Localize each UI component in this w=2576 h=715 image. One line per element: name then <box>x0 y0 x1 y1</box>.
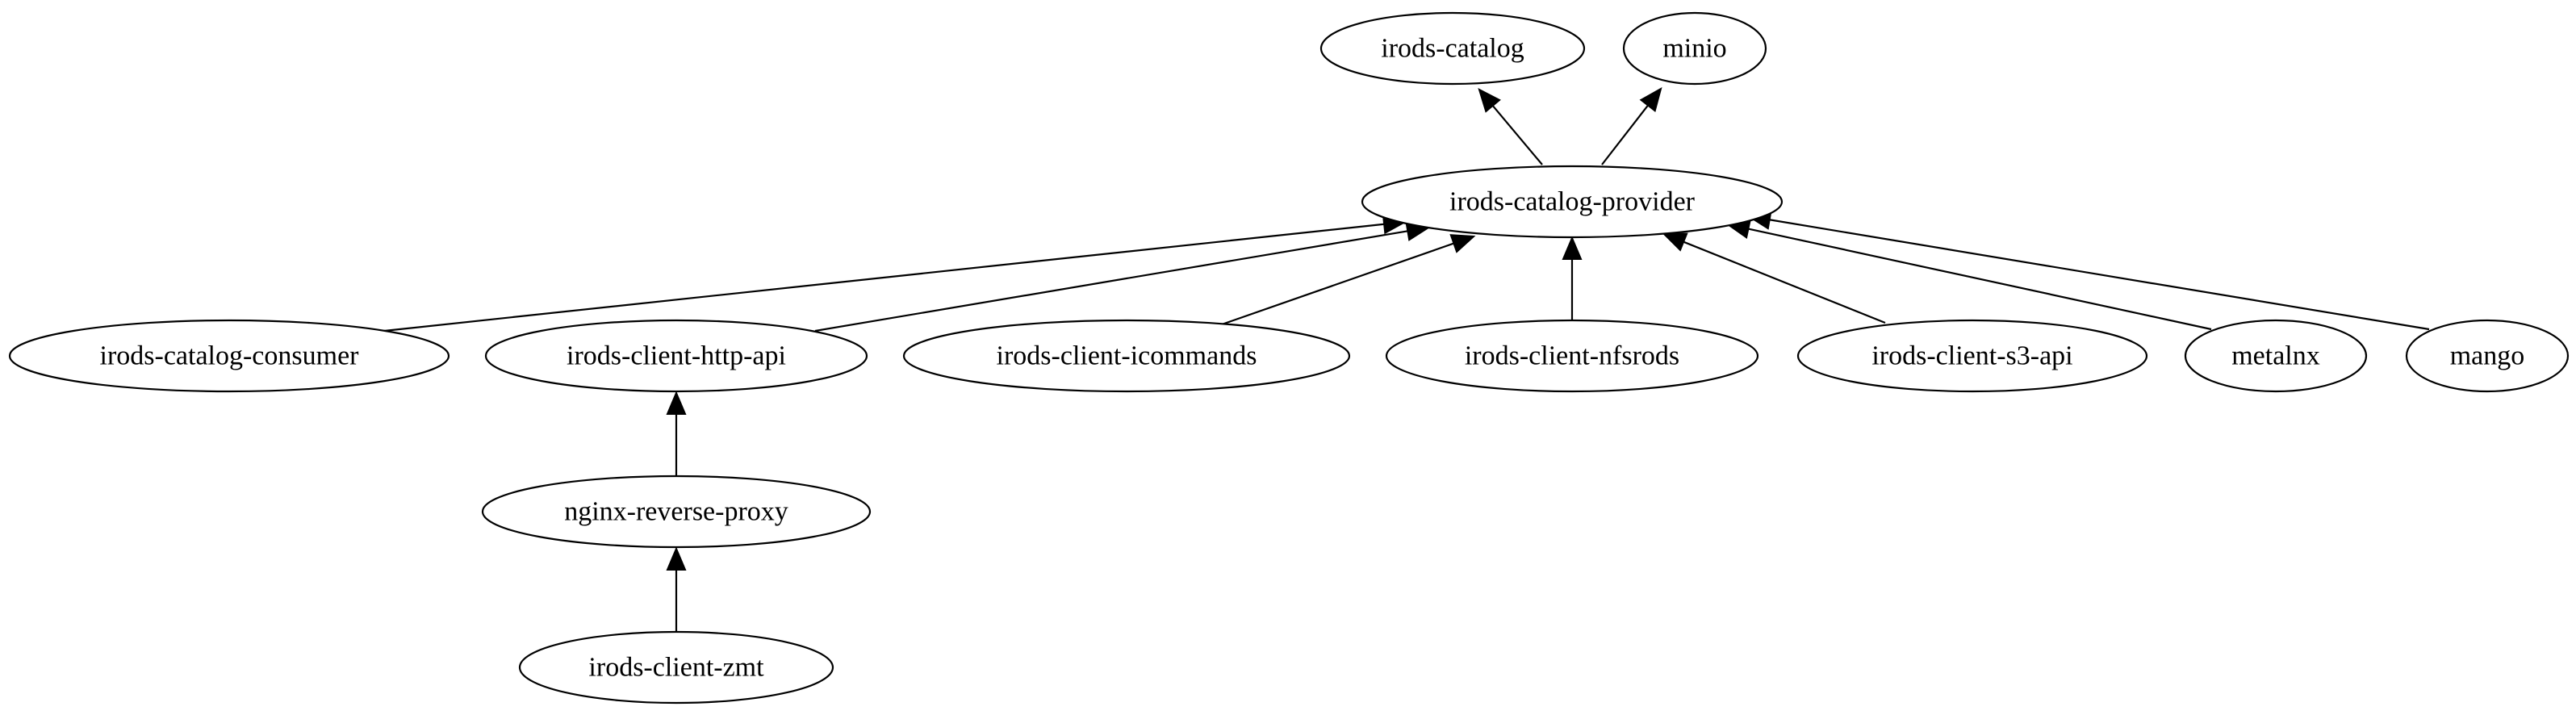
node-irods-client-http-api: irods-client-http-api <box>484 319 868 393</box>
arrow-head-icon <box>666 391 687 415</box>
arrow-head-icon <box>1662 232 1688 252</box>
edge-irods-client-s3-api-to-irods-catalog-provider <box>1662 232 1886 324</box>
node-label: nginx-reverse-proxy <box>564 497 788 527</box>
node-mango: mango <box>2405 319 2570 393</box>
node-irods-client-nfsrods: irods-client-nfsrods <box>1385 319 1759 393</box>
node-ellipse <box>484 319 868 393</box>
node-label: irods-client-s3-api <box>1871 341 2072 371</box>
edge-line <box>814 230 1408 332</box>
node-label: irods-client-icommands <box>997 341 1257 371</box>
node-ellipse <box>1385 319 1759 393</box>
node-ellipse <box>2405 319 2570 393</box>
node-irods-catalog-provider: irods-catalog-provider <box>1361 165 1784 239</box>
node-irods-catalog: irods-catalog <box>1319 11 1586 86</box>
edge-line <box>1491 105 1543 165</box>
arrow-head-icon <box>1639 86 1662 113</box>
nodes-layer: irods-catalog minio irods-catalog-provider… <box>8 11 2570 705</box>
node-ellipse <box>8 319 450 393</box>
arrow-head-icon <box>666 546 687 571</box>
edge-line <box>1601 104 1649 165</box>
node-label: irods-catalog-provider <box>1449 187 1696 217</box>
node-minio: minio <box>1622 11 1767 86</box>
node-ellipse <box>1319 11 1586 86</box>
node-label: irods-client-http-api <box>567 341 786 371</box>
node-ellipse <box>1796 319 2148 393</box>
node-ellipse <box>518 630 834 705</box>
edge-line <box>1221 242 1454 326</box>
node-ellipse <box>902 319 1351 393</box>
arrow-head-icon <box>1562 236 1583 260</box>
edge-irods-catalog-provider-to-irods-catalog <box>1478 88 1543 165</box>
edge-line <box>383 223 1385 332</box>
node-irods-client-icommands: irods-client-icommands <box>902 319 1351 393</box>
node-ellipse <box>481 475 872 549</box>
edge-line <box>1683 240 1886 324</box>
node-label: minio <box>1662 34 1726 64</box>
node-label: irods-catalog <box>1381 34 1524 64</box>
node-ellipse <box>1622 11 1767 86</box>
node-metalnx: metalnx <box>2184 319 2368 393</box>
edge-irods-catalog-provider-to-minio <box>1601 86 1662 165</box>
node-ellipse <box>1361 165 1784 239</box>
node-label: metalnx <box>2231 341 2320 371</box>
node-label: mango <box>2450 341 2525 371</box>
node-irods-client-zmt: irods-client-zmt <box>518 630 834 705</box>
node-label: irods-client-zmt <box>588 653 764 683</box>
edge-irods-client-zmt-to-nginx-reverse-proxy <box>666 546 687 632</box>
node-irods-catalog-consumer: irods-catalog-consumer <box>8 319 450 393</box>
edge-line <box>1748 228 2212 331</box>
edge-line <box>1769 219 2430 331</box>
node-nginx-reverse-proxy: nginx-reverse-proxy <box>481 475 872 549</box>
node-label: irods-catalog-consumer <box>100 341 360 371</box>
node-ellipse <box>2184 319 2368 393</box>
arrow-head-icon <box>1478 88 1501 113</box>
edge-irods-client-nfsrods-to-irods-catalog-provider <box>1562 236 1583 320</box>
arrow-head-icon <box>1449 234 1476 253</box>
node-label: irods-client-nfsrods <box>1465 341 1679 371</box>
node-irods-client-s3-api: irods-client-s3-api <box>1796 319 2148 393</box>
edge-nginx-reverse-proxy-to-irods-client-http-api <box>666 391 687 476</box>
edge-irods-client-icommands-to-irods-catalog-provider <box>1221 234 1476 326</box>
